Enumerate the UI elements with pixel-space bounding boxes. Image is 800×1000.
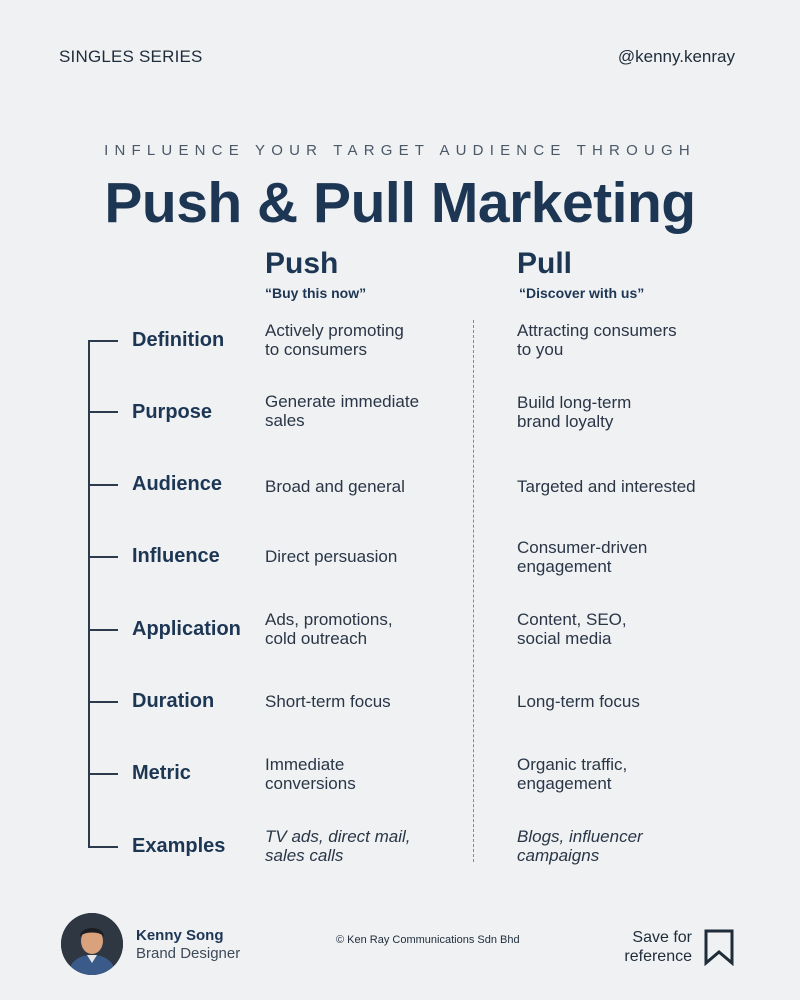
row-label: Metric (132, 762, 191, 784)
bracket-tick (88, 411, 118, 413)
pull-cell: Long-term focus (517, 692, 640, 711)
bracket-tick (88, 556, 118, 558)
push-heading: Push (265, 247, 339, 280)
page-title: Push & Pull Marketing (104, 171, 696, 235)
bracket-tick (88, 340, 118, 342)
bookmark-icon[interactable] (703, 928, 735, 971)
author-name: Kenny Song (136, 927, 224, 944)
push-cell: TV ads, direct mail,sales calls (265, 827, 411, 865)
row-label: Purpose (132, 401, 213, 423)
bracket-tick (88, 773, 118, 775)
series-label: SINGLES SERIES (59, 47, 203, 66)
row-label: Audience (132, 473, 223, 495)
row-label: Duration (132, 690, 215, 712)
push-cell: Broad and general (265, 477, 405, 496)
push-cell: Short-term focus (265, 692, 391, 711)
author-role: Brand Designer (136, 945, 241, 962)
kicker-text: INFLUENCE YOUR TARGET AUDIENCE THROUGH (104, 142, 696, 159)
pull-cell: Organic traffic,engagement (517, 755, 628, 793)
push-cell: Ads, promotions,cold outreach (265, 610, 393, 648)
bracket-tick (88, 629, 118, 631)
pull-cell: Content, SEO,social media (517, 610, 627, 648)
row-label: Examples (132, 835, 226, 857)
bracket-tick (88, 701, 118, 703)
push-tagline: “Buy this now” (265, 285, 367, 301)
pull-heading: Pull (517, 247, 573, 280)
save-prompt: Save for reference (624, 929, 692, 965)
avatar (61, 913, 123, 975)
copyright-text: © Ken Ray Communications Sdn Bhd (336, 934, 520, 946)
pull-cell: Targeted and interested (517, 477, 696, 496)
bracket-line (88, 340, 90, 848)
row-label: Application (132, 618, 241, 640)
bracket-tick (88, 846, 118, 848)
social-handle: @kenny.kenray (617, 47, 735, 66)
push-cell: Direct persuasion (265, 547, 398, 566)
row-label: Definition (132, 329, 225, 351)
bracket-tick (88, 484, 118, 486)
row-label: Influence (132, 545, 220, 567)
column-divider (473, 320, 474, 862)
pull-tagline: “Discover with us” (519, 285, 645, 301)
